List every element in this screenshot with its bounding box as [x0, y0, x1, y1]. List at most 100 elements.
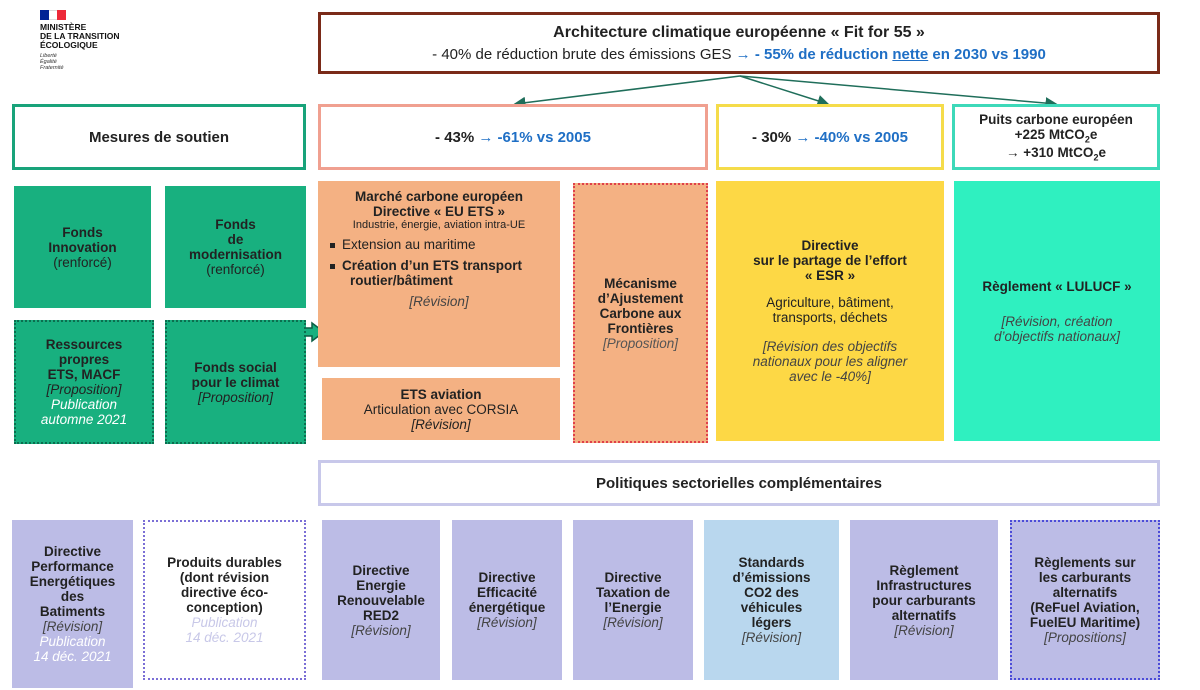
- bottom-red2-line-2: Energie: [356, 577, 406, 593]
- esr-title-2: sur le partage de l’effort: [753, 253, 907, 268]
- arrow-right-icon: →: [735, 45, 751, 63]
- macf-box: Mécanisme d’Ajustement Carbone aux Front…: [573, 183, 708, 443]
- header-sub-prefix: - 40% de réduction brute des émissions G…: [432, 45, 736, 63]
- bottom-standards-line-1: Standards: [738, 555, 805, 570]
- bottom-box-infrastructures: Règlement Infrastructures pour carburant…: [850, 520, 998, 680]
- bottom-epbd-status: [Révision]: [42, 619, 103, 634]
- bottom-produits-line-2: (dont révision: [179, 570, 270, 585]
- puits-carbone-box: Puits carbone européen +225 MtCO2e → +31…: [952, 104, 1160, 170]
- arrow-to-esr: [739, 75, 830, 107]
- bottom-epbd-line-1: Directive: [43, 544, 102, 559]
- header-subtitle: - 40% de réduction brute des émissions G…: [432, 46, 1046, 63]
- fonds-innovation-box: Fonds Innovation (renforcé): [14, 186, 151, 308]
- ets-aviation-box: ETS aviation Articulation avec CORSIA [R…: [322, 378, 560, 440]
- bottom-efficacite-line-1: Directive: [478, 570, 536, 585]
- fonds-social-status: [Proposition]: [197, 389, 274, 405]
- logo-line-1: MINISTÈRE: [40, 22, 87, 32]
- bottom-red2-status: [Révision]: [351, 622, 411, 638]
- lulucf-note-2: d’objectifs nationaux]: [993, 328, 1121, 344]
- header-sub-blue-1: - 55% de réduction: [750, 45, 893, 63]
- bottom-produits-line-1: Produits durables: [167, 555, 282, 570]
- macf-line-3: Carbone aux: [599, 305, 682, 321]
- mesures-soutien-label: Mesures de soutien: [88, 128, 230, 146]
- fonds-modernisation-note: (renforcé): [206, 262, 265, 277]
- bottom-produits-pub-2: 14 déc. 2021: [185, 630, 264, 645]
- eu-ets-status: [Révision]: [409, 294, 469, 309]
- arrow-right-icon: →: [478, 128, 494, 146]
- header-sub-underlined: nette: [892, 45, 929, 63]
- bottom-red2-line-1: Directive: [352, 562, 410, 578]
- eu-ets-title-1: Marché carbone européen: [354, 189, 524, 204]
- bottom-carburants-status: [Propositions]: [1044, 630, 1126, 645]
- esr-target-box: - 30% → -40% vs 2005: [716, 104, 944, 170]
- french-flag-icon: [40, 10, 67, 20]
- eu-ets-title-2: Directive « EU ETS »: [372, 204, 506, 219]
- bottom-box-efficacite: Directive Efficacité énergétique [Révisi…: [452, 520, 562, 680]
- macf-status: [Proposition]: [602, 335, 679, 351]
- bottom-red2-line-4: RED2: [362, 607, 399, 623]
- bottom-efficacite-status: [Révision]: [477, 615, 537, 630]
- logo-line-3: ÉCOLOGIQUE: [40, 40, 98, 50]
- bottom-efficacite-line-2: Efficacité: [476, 585, 538, 600]
- bottom-standards-line-4: véhicules: [740, 600, 803, 615]
- bottom-carburants-line-1: Règlements sur: [1034, 555, 1136, 570]
- bottom-epbd-pub-1: Publication: [39, 634, 106, 649]
- logo-motto-2: Égalité: [40, 59, 57, 65]
- bottom-carburants-line-2: les carburants: [1038, 570, 1132, 585]
- mesures-soutien-box: Mesures de soutien: [12, 104, 306, 170]
- puits-line-2: +225 MtCO2e: [1014, 126, 1098, 145]
- bottom-infra-line-4: alternatifs: [891, 607, 957, 623]
- bottom-carburants-line-5: FuelEU Maritime): [1029, 615, 1141, 630]
- ets-target-text: - 43% → -61% vs 2005: [435, 129, 591, 146]
- fonds-modernisation-title-1: Fonds: [215, 217, 256, 232]
- lulucf-note-1: [Révision, création: [1001, 313, 1113, 329]
- arrow-to-puits: [739, 75, 1058, 110]
- politiques-sectorielles-label: Politiques sectorielles complémentaires: [596, 474, 882, 492]
- esr-note-2: nationaux pour les aligner: [752, 354, 908, 369]
- bottom-taxation-line-1: Directive: [604, 570, 662, 585]
- esr-sectors-1: Agriculture, bâtiment,: [766, 295, 894, 310]
- logo-motto-1: Liberté: [40, 53, 57, 59]
- fonds-modernisation-box: Fonds de modernisation (renforcé): [165, 186, 306, 308]
- bottom-box-red2: Directive Energie Renouvelable RED2 [Rév…: [322, 520, 440, 680]
- bottom-taxation-line-2: Taxation de: [595, 585, 670, 600]
- ressources-title-1: Ressources: [45, 337, 123, 352]
- puits-line-3: → +310 MtCO2e: [1006, 144, 1106, 163]
- bottom-box-taxation: Directive Taxation de l’Energie [Révisio…: [573, 520, 693, 680]
- bottom-infra-status: [Révision]: [894, 622, 954, 638]
- logo-line-2: DE LA TRANSITION: [40, 31, 120, 41]
- lulucf-title: Règlement « LULUCF »: [982, 278, 1132, 294]
- header-box: Architecture climatique européenne « Fit…: [318, 12, 1160, 74]
- header-title: Architecture climatique européenne « Fit…: [553, 23, 925, 41]
- ets-target-value: -61% vs 2005: [493, 128, 591, 146]
- eu-ets-bullet-1: Extension au maritime: [330, 237, 550, 252]
- lulucf-box: Règlement « LULUCF » [Révision, création…: [954, 181, 1160, 441]
- eu-ets-box: Marché carbone européen Directive « EU E…: [318, 181, 560, 367]
- fonds-innovation-title-2: Innovation: [48, 239, 117, 255]
- arrow-right-icon: →: [795, 128, 811, 146]
- ressources-pub-1: Publication: [50, 397, 118, 412]
- bottom-box-produits-durables: Produits durables (dont révision directi…: [143, 520, 306, 680]
- ets-target-prefix: - 43%: [435, 128, 479, 146]
- bottom-standards-status: [Révision]: [741, 630, 802, 645]
- bottom-epbd-line-4: des: [60, 589, 85, 604]
- fonds-innovation-note: (renforcé): [53, 254, 112, 270]
- eu-ets-scope: Industrie, énergie, aviation intra-UE: [352, 219, 526, 231]
- fonds-modernisation-title-3: modernisation: [188, 247, 282, 262]
- esr-title-3: « ESR »: [804, 268, 856, 283]
- bottom-taxation-line-3: l’Energie: [604, 600, 662, 615]
- ministry-logo: MINISTÈRE DE LA TRANSITION ÉCOLOGIQUE Li…: [40, 10, 160, 80]
- fonds-social-title-1: Fonds social: [194, 359, 277, 375]
- bottom-standards-line-3: CO2 des: [744, 585, 799, 600]
- ressources-status: [Proposition]: [46, 382, 122, 397]
- bottom-produits-line-3: directive éco-: [180, 585, 269, 600]
- ets-aviation-status: [Révision]: [411, 416, 471, 432]
- ets-aviation-text: Articulation avec CORSIA: [363, 401, 519, 417]
- ressources-title-3: ETS, MACF: [47, 367, 121, 382]
- esr-target-prefix: - 30%: [752, 128, 796, 146]
- bottom-produits-line-4: conception): [186, 600, 263, 615]
- esr-sectors-2: transports, déchets: [772, 310, 888, 325]
- fonds-modernisation-title-2: de: [227, 232, 244, 247]
- bottom-infra-line-3: pour carburants: [872, 592, 976, 608]
